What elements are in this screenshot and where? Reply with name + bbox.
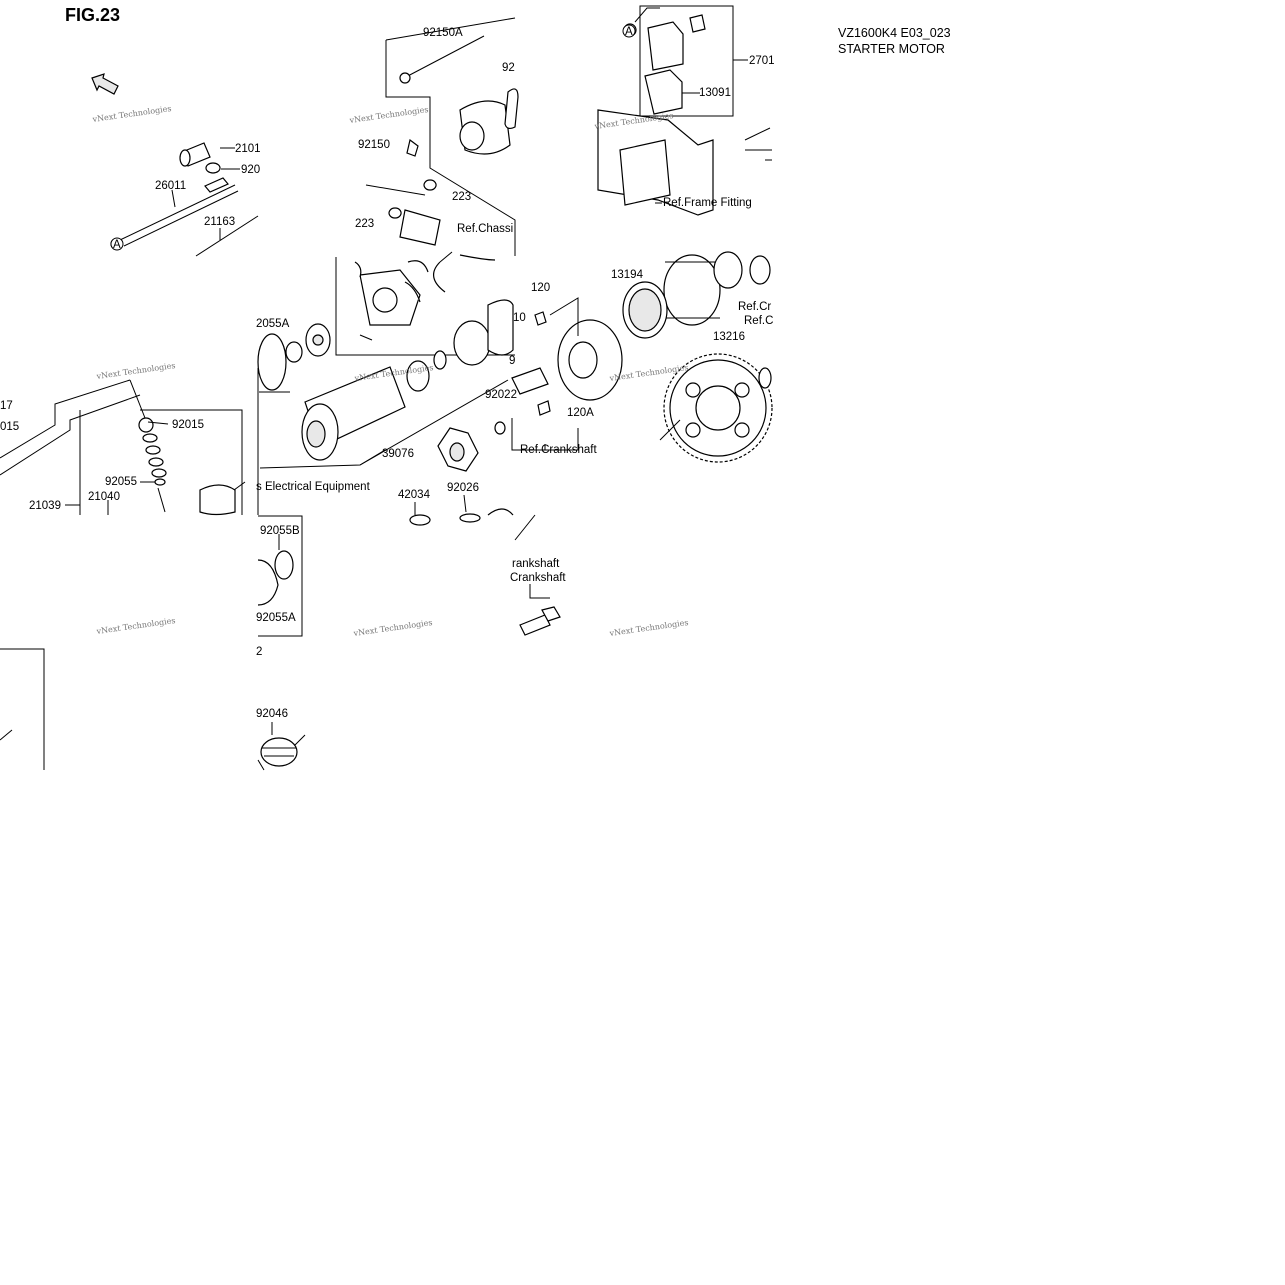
front-direction-arrow-icon (91, 73, 119, 95)
callout-9-mid: 9 (509, 355, 515, 367)
callout-2701: 2701 (749, 55, 775, 67)
svg-text:vNext Technologies: vNext Technologies (95, 361, 176, 381)
callout-92055b: 92055B (260, 525, 300, 537)
callout-223a: 223 (452, 191, 471, 203)
callout-92150a: 92150A (423, 27, 463, 39)
callout-ref-crankshaft: Ref.Crankshaft (520, 444, 598, 456)
starter-cable-group (110, 142, 259, 257)
svg-text:vNext Technologies: vNext Technologies (91, 104, 172, 124)
callout-92-top: 92 (502, 62, 515, 74)
callout-92015: 92015 (172, 419, 204, 431)
svg-text:vNext Technologies: vNext Technologies (95, 616, 176, 636)
callout-2-bottom: 2 (256, 646, 262, 658)
reference-mark-a-2: A (110, 237, 124, 251)
svg-text:A: A (625, 26, 633, 38)
callout-21039: 21039 (29, 500, 61, 512)
lower-center-group (0, 494, 561, 771)
callout-92022: 92022 (485, 389, 517, 401)
callout-13216: 13216 (713, 331, 745, 343)
relay-fuse-group (623, 5, 748, 117)
callout-21163: 21163 (204, 216, 235, 228)
frame-fitting-bracket (597, 109, 772, 216)
callout-39076: 39076 (382, 448, 414, 460)
callout-120: 120 (531, 282, 550, 294)
starter-motor-body (257, 297, 579, 515)
reference-mark-a-1: A (622, 24, 636, 38)
callout-92150: 92150 (358, 139, 390, 151)
terminal-bracket-group (0, 379, 246, 516)
callout-ref-chassis: Ref.Chassi (457, 223, 513, 235)
callout-120a: 120A (567, 407, 594, 419)
callout-92055a-top: 2055A (256, 318, 290, 330)
callout-ref-frame-fitting: Ref.Frame Fitting (663, 197, 752, 209)
callout-92055: 92055 (105, 476, 137, 488)
starter-clutch-group (557, 251, 773, 463)
callout-26011: 26011 (155, 180, 186, 192)
callout-92046: 92046 (256, 708, 288, 720)
callout-ref-cr-2: Ref.C (744, 315, 773, 327)
callout-ref-electrical-equipment: s Electrical Equipment (256, 481, 371, 493)
figure-label: FIG.23 (65, 5, 120, 25)
callout-ref-cr-1: Ref.Cr (738, 301, 771, 313)
callout-42034: 42034 (398, 489, 431, 501)
callout-2101: 2101 (235, 143, 261, 155)
part-callouts: 92150A 92 2701 13091 2101 920 26011 2116… (0, 27, 775, 720)
svg-text:vNext Technologies: vNext Technologies (352, 618, 433, 638)
callout-015: 015 (0, 421, 19, 433)
callout-ref-crankshaft-2: rankshaft (512, 558, 560, 570)
callout-13194: 13194 (611, 269, 644, 281)
callout-17: 17 (0, 400, 13, 412)
callout-13091: 13091 (699, 87, 731, 99)
callout-21040: 21040 (88, 491, 120, 503)
section-title: STARTER MOTOR (838, 42, 945, 56)
svg-text:vNext Technologies: vNext Technologies (608, 618, 689, 638)
callout-10: 10 (513, 312, 526, 324)
svg-text:A: A (113, 239, 121, 251)
model-code: VZ1600K4 E03_023 (838, 26, 951, 40)
upper-center-panel (335, 17, 519, 356)
ring-gear (663, 353, 773, 463)
callout-ref-crankshaft-3: Crankshaft (510, 572, 566, 584)
callout-223b: 223 (355, 218, 374, 230)
callout-92026: 92026 (447, 482, 479, 494)
callout-92055a-bottom: 92055A (256, 612, 296, 624)
callout-920-top: 920 (241, 164, 260, 176)
svg-text:vNext Technologies: vNext Technologies (348, 105, 429, 125)
